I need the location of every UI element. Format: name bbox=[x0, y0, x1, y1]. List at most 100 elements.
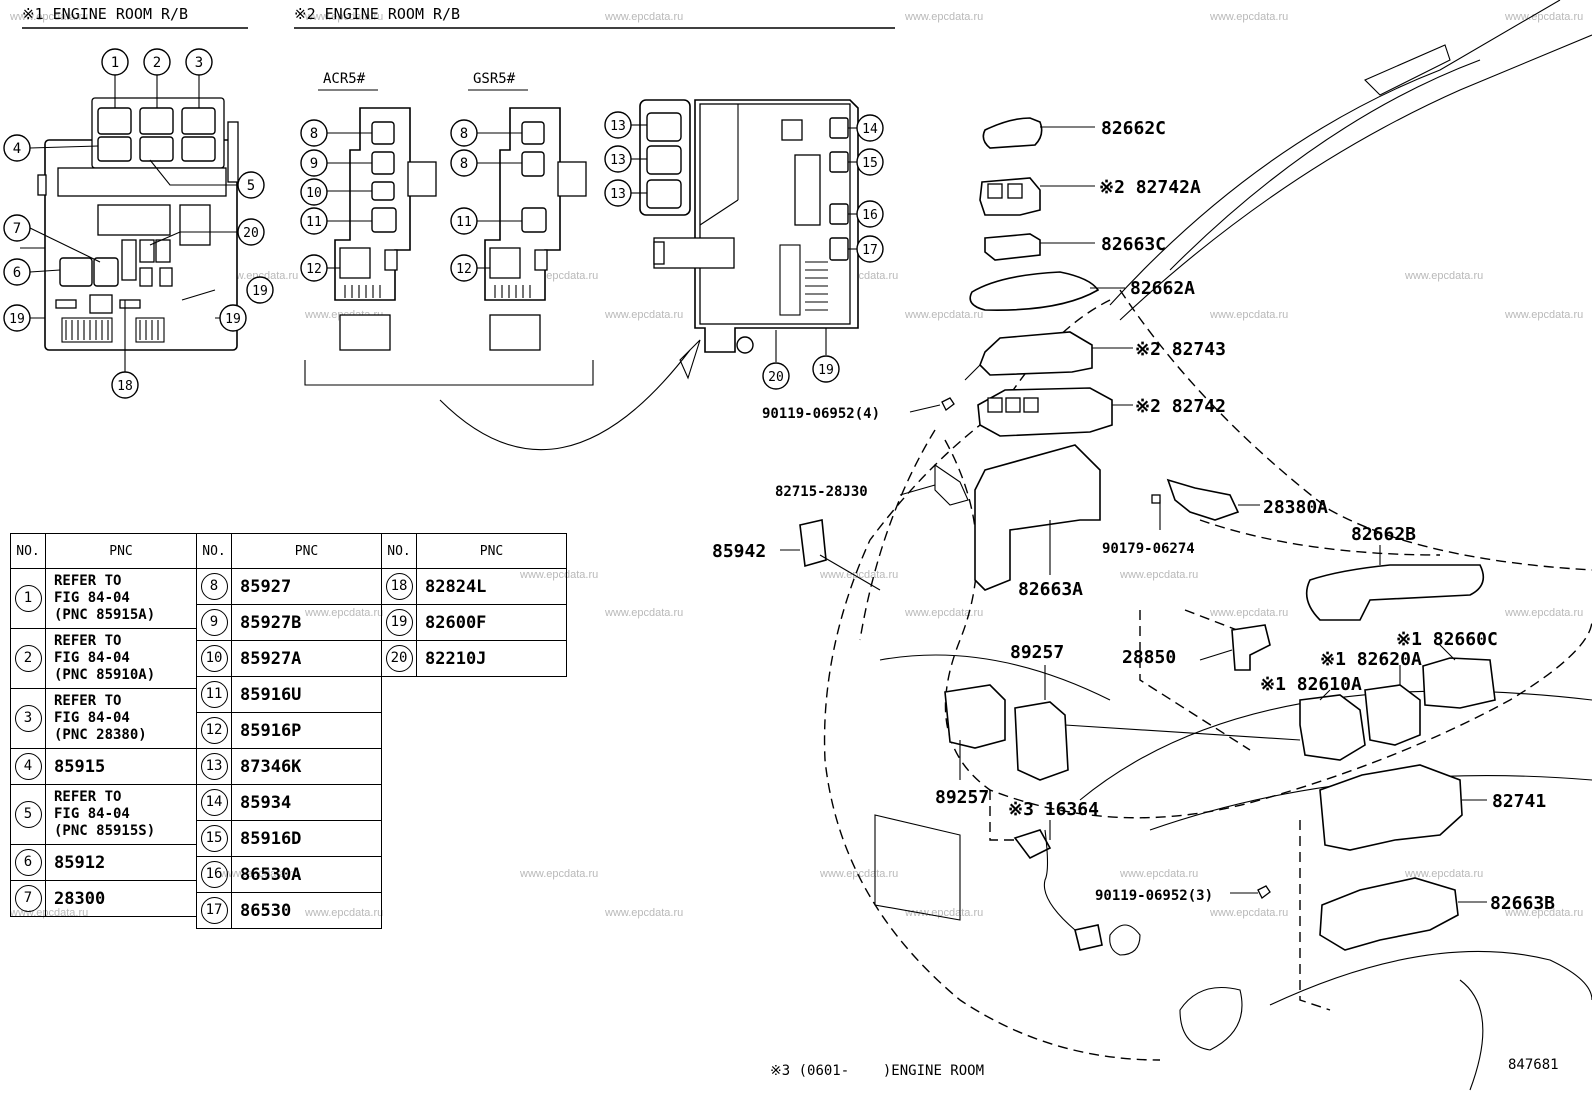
watermark: www.epcdata.ru bbox=[1404, 270, 1483, 282]
watermark: www.epcdata.ru bbox=[904, 309, 983, 321]
label-90119-06952-3: 90119-06952(3) bbox=[1095, 888, 1213, 904]
row-pnc: 85927B bbox=[231, 604, 382, 641]
watermark: www.epcdata.ru bbox=[1504, 607, 1583, 619]
watermark: www.epcdata.ru bbox=[604, 607, 683, 619]
row-pnc: 85916D bbox=[231, 820, 382, 857]
callout-20: 20 bbox=[243, 226, 259, 241]
row-no: 15 bbox=[200, 825, 228, 852]
dashed-outlines bbox=[823, 289, 1592, 1061]
row-no: 1 bbox=[14, 585, 42, 612]
watermark: www.epcdata.ru bbox=[904, 11, 983, 23]
callout-13: 13 bbox=[610, 119, 626, 134]
row-pnc: 85916P bbox=[231, 712, 382, 749]
table-row: 6 85912 bbox=[10, 844, 197, 881]
row-no: 9 bbox=[200, 609, 228, 636]
callout-11: 11 bbox=[456, 215, 472, 230]
assembly-arrow bbox=[439, 339, 701, 451]
row-no: 4 bbox=[14, 753, 42, 780]
row-pnc: REFER TO FIG 84-04 (PNC 28380) bbox=[45, 688, 197, 749]
row-no: 8 bbox=[200, 573, 228, 600]
label-82742: ※2 82742 bbox=[1135, 396, 1226, 417]
box1-callouts: 1 2 3 4 5 7 6 20 19 19 19 18 bbox=[3, 48, 274, 399]
table-row: 3 REFER TO FIG 84-04 (PNC 28380) bbox=[10, 688, 197, 749]
row-pnc: 82824L bbox=[416, 568, 567, 605]
diagram-id: 847681 bbox=[1508, 1057, 1559, 1073]
watermark: www.epcdata.ru bbox=[1404, 868, 1483, 880]
row-pnc: REFER TO FIG 84-04 (PNC 85915A) bbox=[45, 568, 197, 629]
row-no: 10 bbox=[200, 645, 228, 672]
label-82662B: 82662B bbox=[1351, 524, 1416, 545]
watermark: www.epcdata.ru bbox=[519, 868, 598, 880]
relay-block-1 bbox=[20, 97, 239, 365]
label-82663C: 82663C bbox=[1101, 234, 1166, 255]
callout-6: 6 bbox=[13, 265, 21, 281]
callout-7: 7 bbox=[13, 221, 21, 237]
col-no-header: NO. bbox=[196, 533, 232, 569]
bracket bbox=[304, 360, 594, 386]
watermark: www.epcdata.ru bbox=[1209, 11, 1288, 23]
watermark: www.epcdata.ru bbox=[1119, 569, 1198, 581]
row-no: 12 bbox=[200, 717, 228, 744]
row-pnc: 82210J bbox=[416, 640, 567, 677]
table-row: 4 85915 bbox=[10, 748, 197, 785]
row-no: 20 bbox=[385, 645, 413, 672]
row-no: 16 bbox=[200, 861, 228, 888]
callout-20: 20 bbox=[768, 370, 784, 385]
label-82663B: 82663B bbox=[1490, 893, 1555, 914]
row-no: 14 bbox=[200, 789, 228, 816]
relay-block-gsr bbox=[484, 107, 587, 351]
part-labels: 82662C ※2 82742A 82663C 82662A ※2 82743 … bbox=[712, 118, 1555, 914]
footnote: ※3 (0601- )ENGINE ROOM bbox=[770, 1063, 984, 1079]
callout-8: 8 bbox=[310, 126, 318, 142]
callout-2: 2 bbox=[153, 55, 161, 71]
label-89257-top: 89257 bbox=[1010, 642, 1064, 663]
watermark: www.epcdata.ru bbox=[1209, 607, 1288, 619]
label-82610A: ※1 82610A bbox=[1260, 674, 1362, 695]
row-pnc: 85912 bbox=[45, 844, 197, 881]
table-row: 5 REFER TO FIG 84-04 (PNC 85915S) bbox=[10, 784, 197, 845]
relay-block-acr bbox=[334, 107, 437, 351]
callout-13: 13 bbox=[610, 153, 626, 168]
row-no: 13 bbox=[200, 753, 228, 780]
callout-19: 19 bbox=[9, 312, 25, 327]
heading-box1: ※1 ENGINE ROOM R/B bbox=[22, 5, 188, 23]
callout-14: 14 bbox=[862, 122, 878, 137]
label-82743: ※2 82743 bbox=[1135, 339, 1226, 360]
watermark: www.epcdata.ru bbox=[904, 607, 983, 619]
label-85942: 85942 bbox=[712, 541, 766, 562]
variant-gsr: GSR5# bbox=[473, 71, 516, 87]
label-82662A: 82662A bbox=[1130, 278, 1195, 299]
large-block-callouts: 13 13 13 14 15 16 17 20 19 bbox=[604, 111, 884, 390]
col-no-header: NO. bbox=[10, 533, 46, 569]
watermark: www.epcdata.ru bbox=[1504, 309, 1583, 321]
row-no: 11 bbox=[200, 681, 228, 708]
label-16364: ※3 16364 bbox=[1008, 799, 1099, 820]
watermark: www.epcdata.ru bbox=[604, 907, 683, 919]
callout-4: 4 bbox=[13, 141, 21, 157]
watermark: www.epcdata.ru bbox=[604, 11, 683, 23]
leader-lines bbox=[780, 126, 1487, 903]
variant-acr: ACR5# bbox=[323, 71, 366, 87]
callout-8: 8 bbox=[460, 126, 468, 142]
row-pnc: 86530A bbox=[231, 856, 382, 893]
row-pnc: 28300 bbox=[45, 880, 197, 917]
row-no: 6 bbox=[14, 849, 42, 876]
row-pnc: 85916U bbox=[231, 676, 382, 713]
label-82660C: ※1 82660C bbox=[1396, 629, 1498, 650]
row-pnc: REFER TO FIG 84-04 (PNC 85915S) bbox=[45, 784, 197, 845]
col-pnc-header: PNC bbox=[416, 533, 567, 569]
row-pnc: 85927A bbox=[231, 640, 382, 677]
